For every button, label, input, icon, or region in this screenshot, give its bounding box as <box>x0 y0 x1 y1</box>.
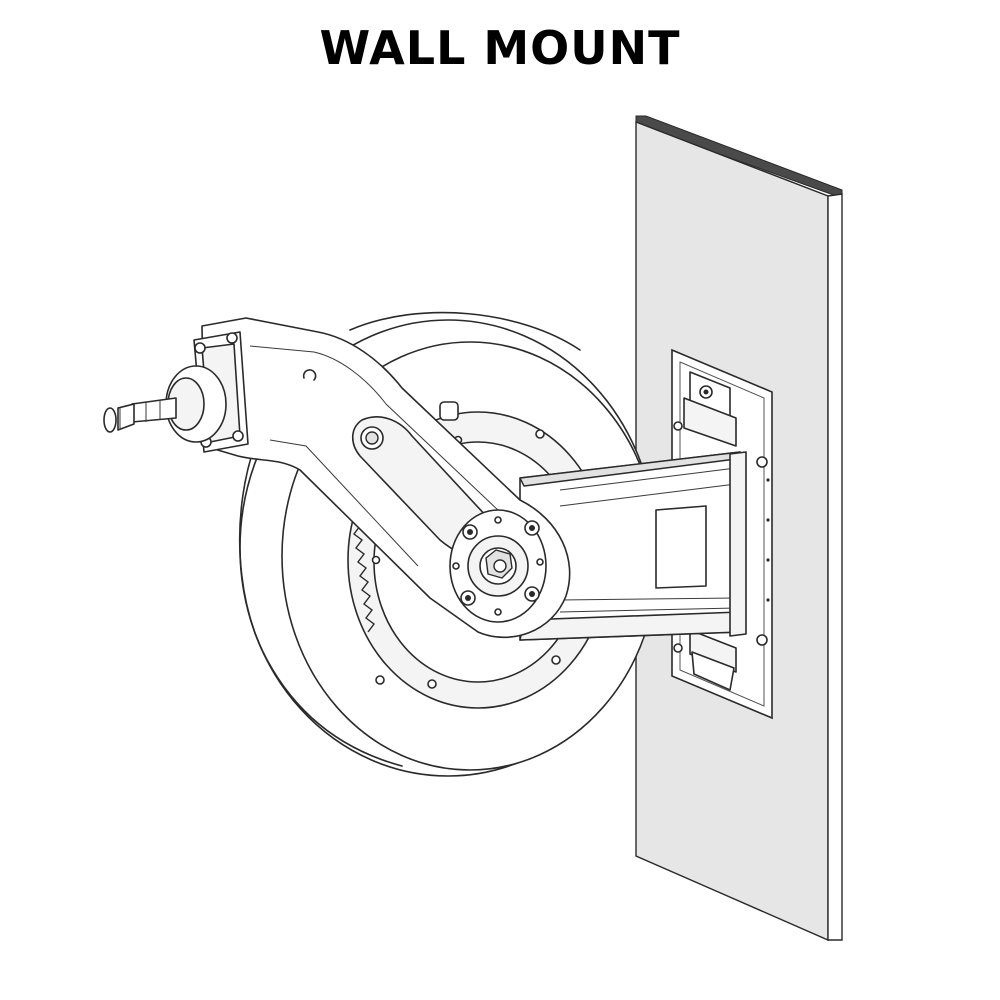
support-arm <box>519 451 747 641</box>
swing-arm <box>201 317 571 639</box>
swivel-inlet-fitting <box>103 331 249 453</box>
page-title: WALL MOUNT <box>319 21 681 75</box>
